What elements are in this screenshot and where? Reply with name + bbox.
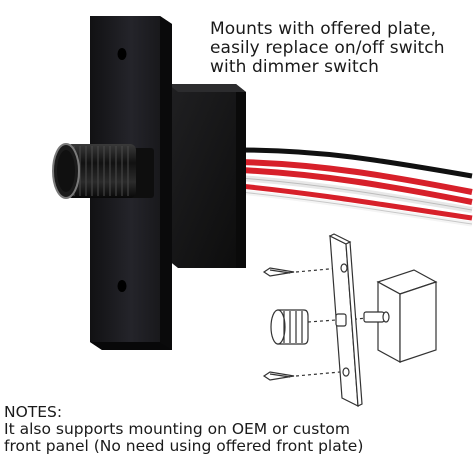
mounting-callout: Mounts with offered plate, easily replac… (210, 20, 472, 77)
diagram-knob (270, 309, 309, 345)
callout-line-1: Mounts with offered plate, (210, 19, 437, 39)
notes-block: NOTES: It also supports mounting on OEM … (4, 404, 470, 455)
assembly-diagram (262, 233, 438, 408)
callout-line-2: easily replace on/off switch (210, 38, 445, 58)
wire-bundle (239, 147, 473, 227)
mounting-hole-bottom (117, 280, 127, 292)
notes-heading: NOTES: (4, 403, 63, 421)
dimmer-housing (168, 84, 246, 268)
diagram-housing (363, 269, 438, 364)
notes-line-2: front panel (No need using offered front… (4, 437, 364, 455)
notes-line-1: It also supports mounting on OEM or cust… (4, 420, 350, 438)
dimmer-knob-icon (52, 143, 154, 199)
callout-line-3: with dimmer switch (210, 57, 380, 77)
mounting-hole-top (117, 48, 127, 60)
mounting-screw-icon (262, 267, 295, 381)
